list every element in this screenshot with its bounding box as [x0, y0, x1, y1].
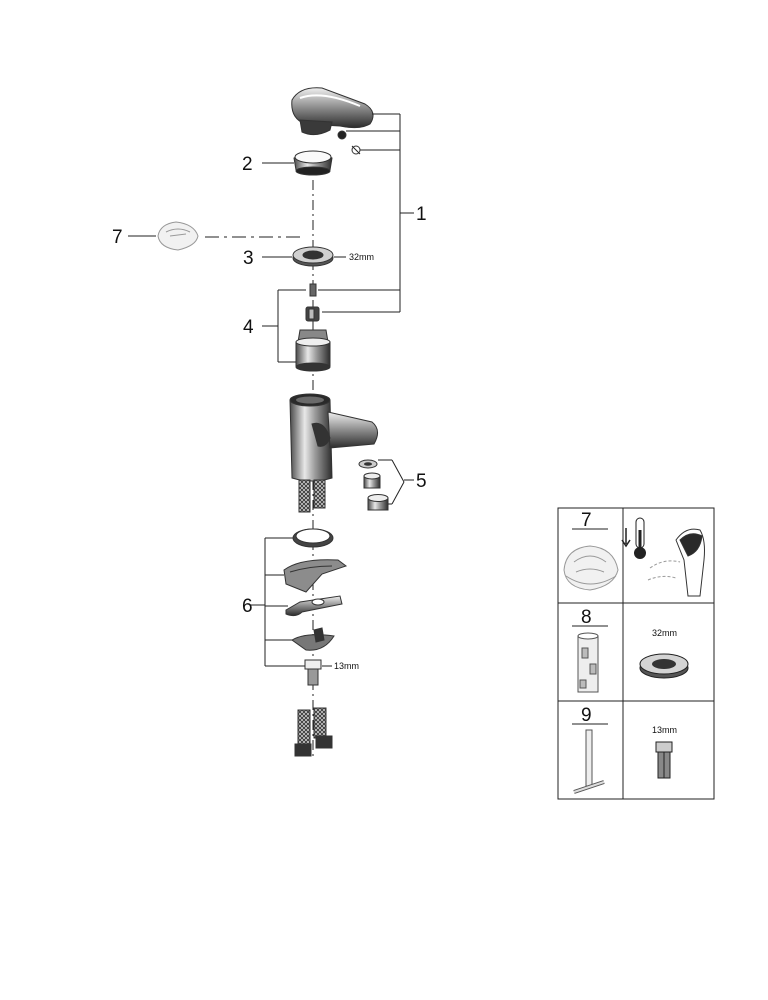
- thermometer-down-icon: [621, 517, 646, 559]
- callout-7: 7: [112, 227, 123, 248]
- handle-screw: [337, 130, 361, 155]
- callout-6: 6: [242, 596, 253, 617]
- aerator-set: [358, 459, 389, 511]
- limescale-remover: [563, 545, 619, 591]
- callout-4: 4: [243, 317, 254, 338]
- cartridge-assembly: [295, 283, 331, 372]
- supply-hoses-lower: [294, 707, 333, 757]
- handle-lever: [291, 87, 374, 136]
- tool-nut-32mm: [639, 653, 689, 679]
- tool-number-9: 9: [581, 705, 592, 726]
- callout-5: 5: [416, 471, 427, 492]
- fixing-set: [283, 528, 348, 686]
- hex-key-tool: [573, 729, 605, 794]
- tool-nut-13mm: [655, 741, 673, 779]
- single-lever-handle-icon: [647, 528, 705, 597]
- cartridge-nut: [292, 246, 334, 267]
- dimension-13mm: 13mm: [334, 661, 359, 671]
- callout-3: 3: [243, 248, 254, 269]
- tap-body: [289, 393, 378, 482]
- dimension-32mm: 32mm: [349, 252, 374, 262]
- callout-1: 1: [416, 204, 427, 225]
- tool-number-8: 8: [581, 607, 592, 628]
- limescale-remover-ghost: [157, 221, 199, 251]
- supply-hoses-upper: [298, 479, 326, 513]
- leader-lines: [128, 113, 414, 667]
- tool-dimension-13mm: 13mm: [652, 725, 677, 735]
- callout-2: 2: [242, 154, 253, 175]
- cartridge-tool: [577, 632, 599, 693]
- cover-cap: [293, 150, 333, 176]
- tool-dimension-32mm: 32mm: [652, 628, 677, 638]
- tool-number-7: 7: [581, 510, 592, 531]
